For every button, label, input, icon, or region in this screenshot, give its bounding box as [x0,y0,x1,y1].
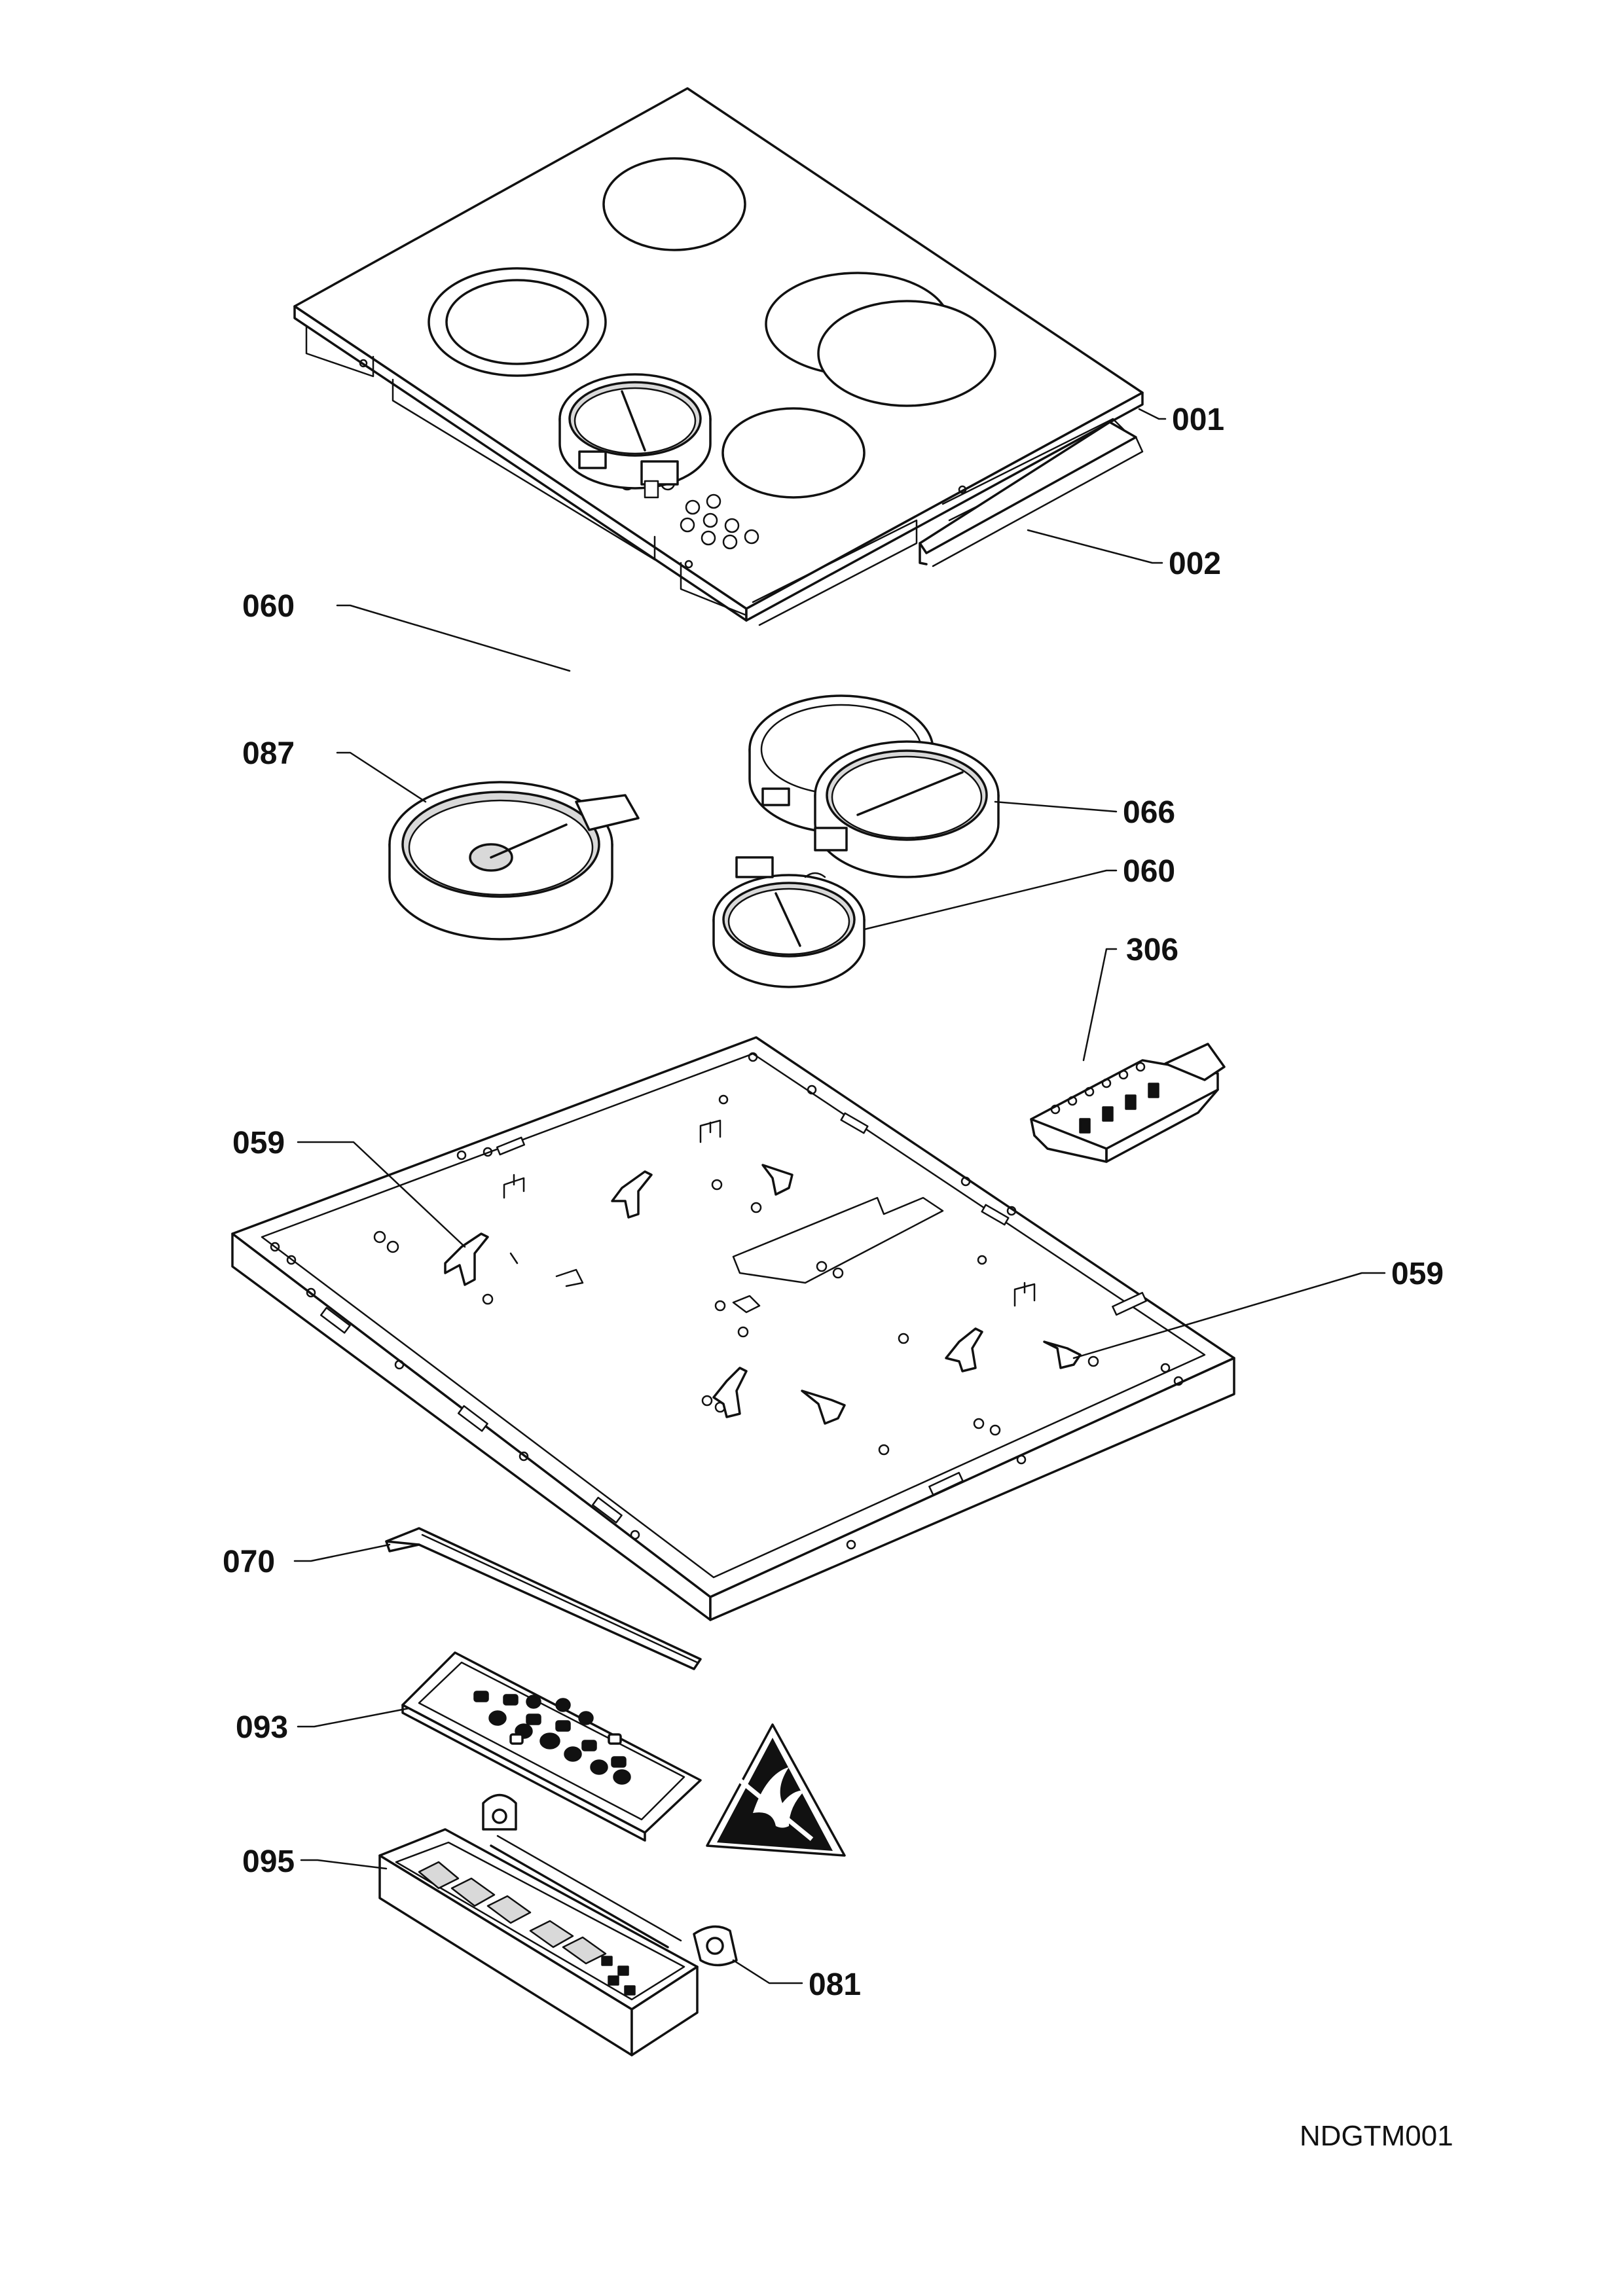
callout-306: 306 [1126,933,1178,967]
callout-081: 081 [809,1967,861,2002]
callout-095: 095 [242,1844,295,1879]
leader-lines [293,408,1386,1984]
base-tray [231,1036,1235,1621]
callout-060-lower: 060 [1123,854,1175,889]
large-heating-element-087 [388,781,640,941]
callout-059-right: 059 [1391,1257,1444,1291]
seal-strip-070 [385,1527,702,1670]
seal-strip-002 [919,421,1144,567]
dual-oval-heating-element-066 [748,694,1000,878]
terminal-block-306 [1030,1043,1226,1163]
control-box-housing-095 [378,1793,699,2056]
callout-093: 093 [236,1710,288,1745]
callout-070: 070 [223,1545,275,1579]
callout-087: 087 [242,736,295,771]
element-support-brackets-059 [444,1119,1082,1425]
callout-001: 001 [1172,403,1224,437]
glass-ceramic-top [293,87,1144,626]
drawing-code: NDGTM001 [1300,2120,1453,2152]
esd-warning-icon [706,1723,846,1857]
callout-059-left: 059 [232,1126,285,1160]
bushing-081 [693,1925,738,1967]
radiant-heating-element-060-lower [712,856,866,988]
radiant-heating-element-060-upper [558,373,712,499]
callout-066: 066 [1123,795,1175,830]
control-circuit-board-093 [401,1651,702,1842]
callout-060-upper: 060 [242,589,295,624]
callout-002: 002 [1169,547,1221,581]
